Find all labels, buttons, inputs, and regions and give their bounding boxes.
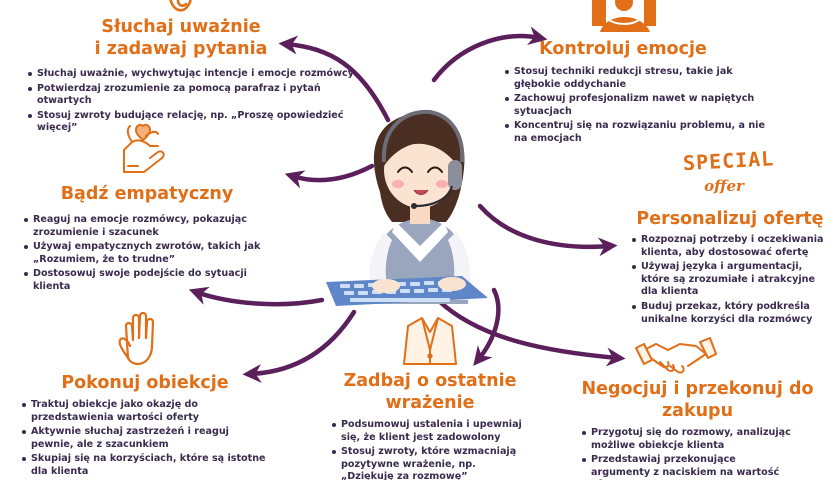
list-item: Potwierdzaj zrozumienie za pomocą parafr…: [28, 83, 356, 108]
section-listen-bullets: Słuchaj uważnie, wychwytując intencje i …: [26, 68, 356, 135]
section-negotiate-title-line2: zakupu: [661, 401, 734, 421]
arrow-to-emotions: [431, 26, 548, 83]
arrow-to-offer: [477, 203, 618, 257]
raised-hand-icon: [118, 311, 155, 366]
list-item: Przygotuj się do rozmowy, analizując moż…: [582, 427, 791, 451]
section-negotiate-title-line1: Negocjuj i przekonuj do: [581, 379, 814, 399]
section-negotiate-title: Negocjuj i przekonuj do zakupu: [580, 378, 815, 422]
list-item: Podsumowuj ustalenia i upewniaj się, że …: [332, 419, 526, 444]
section-emotions: Kontroluj emocje Stosuj techniki redukcj…: [503, 38, 793, 148]
section-offer-bullets: Rozpoznaj potrzeby i oczekiwania klienta…: [630, 234, 829, 326]
call-center-agent-icon: [326, 109, 488, 306]
section-negotiate-bullets: Przygotuj się do rozmowy, analizując moż…: [580, 427, 791, 480]
suit-jacket-icon: [403, 317, 457, 365]
section-objections: Pokonuj obiekcje Traktuj obiekcje jako o…: [20, 372, 290, 480]
list-item: Przedstawiaj przekonujące argumenty z na…: [582, 454, 791, 480]
list-item: Skupiaj się na korzyściach, które są ist…: [22, 453, 271, 478]
list-item: Stosuj zwroty, które wzmacniają pozytywn…: [332, 446, 526, 480]
hands-heart-icon: [123, 123, 165, 173]
section-empathy: Bądź empatyczny Reaguj na emocje rozmówc…: [22, 183, 292, 296]
section-objections-bullets: Traktuj obiekcje jako okazję do przedsta…: [20, 399, 271, 479]
list-item: Aktywnie słuchaj zastrzeżeń i reaguj pew…: [22, 426, 271, 451]
section-impression-bullets: Podsumowuj ustalenia i upewniaj się, że …: [330, 419, 526, 480]
arrow-to-objections: [242, 309, 357, 383]
special-offer-badge-line2: offer: [704, 177, 744, 195]
section-impression: Zadbaj o ostatnie wrażenie Podsumowuj us…: [330, 370, 530, 480]
list-item: Używaj języka i argumentacji, które są z…: [632, 261, 829, 299]
list-item: Rozpoznaj potrzeby i oczekiwania klienta…: [632, 234, 829, 259]
section-emotions-bullets: Stosuj techniki redukcji stresu, takie j…: [503, 66, 774, 146]
list-item: Traktuj obiekcje jako okazję do przedsta…: [22, 399, 271, 424]
ear-icon: [169, 0, 192, 12]
section-listen-title-line2: i zadawaj pytania: [94, 39, 268, 59]
arrow-to-empathy: [284, 163, 375, 189]
meditating-person-icon: [592, 0, 656, 32]
section-negotiate: Negocjuj i przekonuj do zakupu Przygotuj…: [580, 378, 830, 480]
list-item: Buduj przekaz, który podkreśla unikalne …: [632, 301, 829, 326]
section-offer-title: Personalizuj ofertę: [636, 209, 824, 229]
section-offer: Personalizuj ofertę Rozpoznaj potrzeby i…: [630, 208, 830, 328]
list-item: Reaguj na emocje rozmówcy, pokazując zro…: [24, 214, 268, 239]
special-offer-badge-line1: SPECIAL: [682, 146, 775, 176]
list-item: Stosuj zwroty budujące relację, np. „Pro…: [28, 110, 356, 135]
arrow-to-listen: [278, 35, 391, 123]
arrow-to-impression: [473, 287, 501, 366]
arrow-to-empathy-lower: [188, 286, 325, 307]
list-item: Zachowuj profesjonalizm nawet w napiętyc…: [505, 93, 774, 118]
list-item: Używaj empatycznych zwrotów, takich jak …: [24, 241, 268, 266]
section-listen: Słuchaj uważnie i zadawaj pytania Słucha…: [26, 16, 356, 137]
section-empathy-bullets: Reaguj na emocje rozmówcy, pokazując zro…: [22, 214, 268, 294]
section-objections-title: Pokonuj obiekcje: [61, 373, 229, 393]
handshake-icon: [635, 337, 717, 374]
section-listen-title-line1: Słuchaj uważnie: [101, 17, 261, 37]
section-impression-title-line2: wrażenie: [385, 393, 475, 413]
list-item: Koncentruj się na rozwiązaniu problemu, …: [505, 120, 774, 145]
section-emotions-title: Kontroluj emocje: [539, 39, 707, 59]
section-impression-title-line1: Zadbaj o ostatnie: [343, 371, 517, 391]
arrow-to-negotiate: [435, 297, 626, 367]
section-empathy-title: Bądź empatyczny: [60, 184, 234, 204]
list-item: Stosuj techniki redukcji stresu, takie j…: [505, 66, 774, 91]
list-item: Słuchaj uważnie, wychwytując intencje i …: [28, 68, 356, 81]
section-listen-title: Słuchaj uważnie i zadawaj pytania: [26, 16, 336, 60]
section-impression-title: Zadbaj o ostatnie wrażenie: [330, 370, 530, 414]
list-item: Dostosowuj swoje podejście do sytuacji k…: [24, 268, 268, 293]
